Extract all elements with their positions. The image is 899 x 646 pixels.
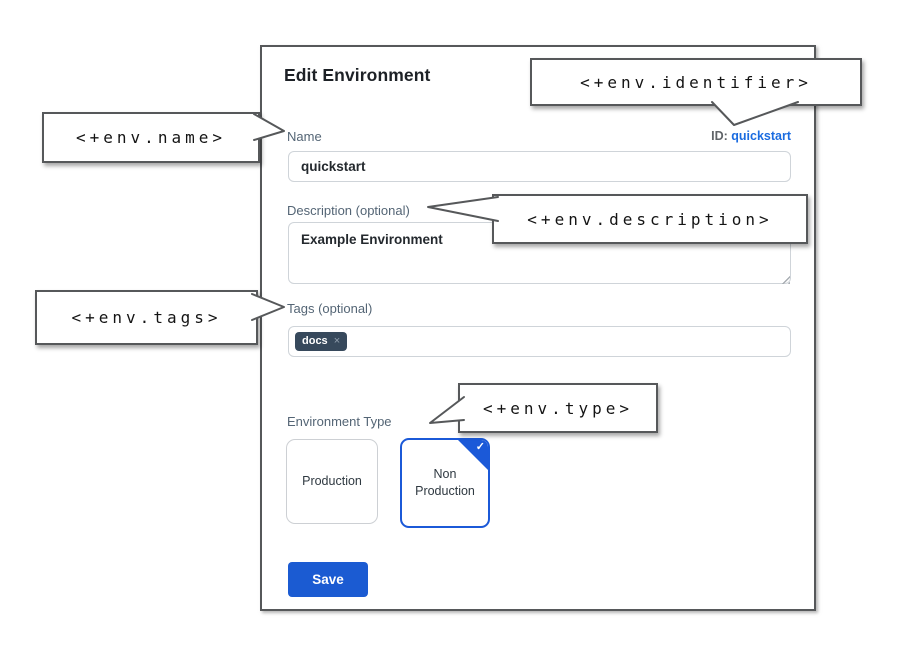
- check-icon: ✓: [475, 441, 485, 453]
- tags-label: Tags (optional): [287, 301, 373, 316]
- callout-env-name: <+env.name>: [42, 112, 260, 163]
- id-value-link[interactable]: quickstart: [731, 129, 791, 143]
- name-input[interactable]: [288, 151, 791, 182]
- callout-env-identifier: <+env.identifier>: [530, 58, 862, 106]
- callout-env-tags: <+env.tags>: [35, 290, 258, 345]
- environment-type-label: Environment Type: [287, 414, 392, 429]
- type-card-production[interactable]: Production: [286, 439, 378, 524]
- save-button[interactable]: Save: [288, 562, 368, 597]
- tag-remove-icon[interactable]: ×: [333, 334, 341, 347]
- type-card-non-production[interactable]: Non Production ✓: [400, 438, 490, 528]
- dialog-title: Edit Environment: [284, 65, 431, 85]
- callout-env-type: <+env.type>: [458, 383, 658, 433]
- description-label: Description (optional): [287, 203, 410, 218]
- type-card-non-production-label: Non Production: [415, 467, 475, 498]
- id-label: ID:: [711, 129, 728, 143]
- tags-input[interactable]: docs ×: [288, 326, 791, 357]
- tag-chip-text: docs: [302, 334, 328, 347]
- edit-environment-dialog: Edit Environment Name ID: quickstart Des…: [260, 45, 816, 611]
- type-card-production-label: Production: [302, 474, 362, 489]
- name-label: Name: [287, 129, 322, 144]
- textarea-resize-handle[interactable]: [779, 273, 790, 284]
- callout-env-description: <+env.description>: [492, 194, 808, 244]
- environment-id: ID: quickstart: [711, 129, 791, 143]
- tag-chip: docs ×: [295, 331, 348, 352]
